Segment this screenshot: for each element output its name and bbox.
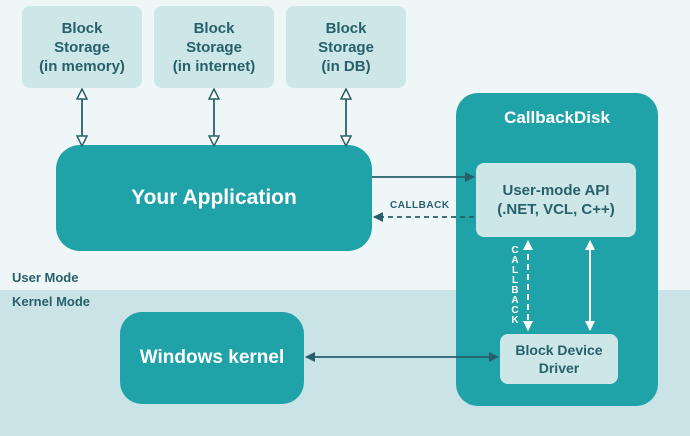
user-mode-api-label: User-mode API (.NET, VCL, C++) bbox=[497, 182, 615, 218]
block-device-driver-box: Block Device Driver bbox=[500, 334, 618, 384]
callback-vertical-letter: C bbox=[511, 245, 519, 256]
callback-vertical-letter: L bbox=[511, 275, 519, 286]
callback-vertical-letter: L bbox=[511, 265, 519, 276]
callback-vertical-letter: B bbox=[511, 285, 519, 296]
callback-vertical-letter: C bbox=[511, 305, 519, 316]
your-application-label: Your Application bbox=[131, 186, 297, 209]
block-storage-internet-label: Block Storage (in internet) bbox=[172, 19, 256, 75]
block-storage-db: Block Storage (in DB) bbox=[286, 6, 406, 88]
your-application-box: Your Application bbox=[56, 145, 372, 251]
block-storage-db-label: Block Storage (in DB) bbox=[318, 19, 374, 75]
callback-vertical-letter: K bbox=[511, 315, 519, 326]
callback-vertical-letter: A bbox=[511, 295, 519, 306]
user-mode-api-box: User-mode API (.NET, VCL, C++) bbox=[476, 163, 636, 237]
windows-kernel-box: Windows kernel bbox=[120, 312, 304, 404]
block-device-driver-label: Block Device Driver bbox=[515, 342, 603, 376]
callbackdisk-title: CallbackDisk bbox=[504, 108, 610, 127]
user-mode-label: User Mode bbox=[12, 270, 79, 285]
callback-vertical-label: C A L L B A C K bbox=[509, 246, 521, 326]
kernel-mode-label: Kernel Mode bbox=[12, 294, 91, 309]
callback-label: CALLBACK bbox=[390, 200, 450, 211]
block-storage-internet: Block Storage (in internet) bbox=[154, 6, 274, 88]
block-storage-memory: Block Storage (in memory) bbox=[22, 6, 142, 88]
windows-kernel-label: Windows kernel bbox=[139, 347, 285, 368]
callback-vertical-letter: A bbox=[511, 255, 519, 266]
block-storage-memory-label: Block Storage (in memory) bbox=[39, 19, 125, 75]
